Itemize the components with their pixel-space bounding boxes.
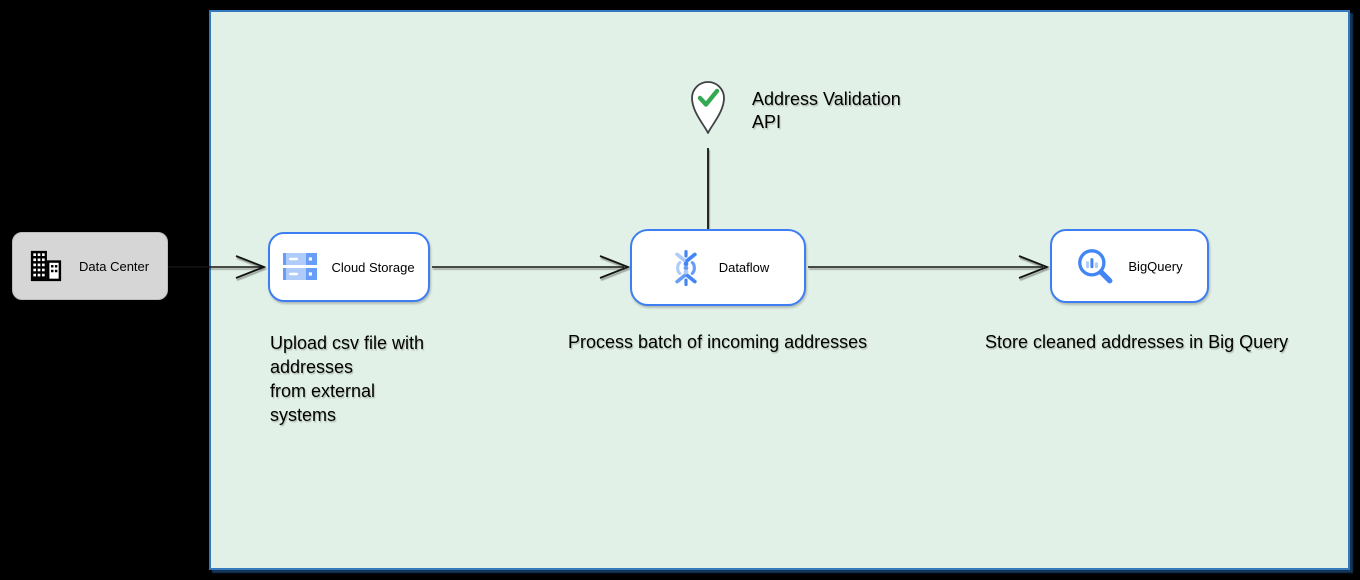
node-dataflow[interactable]: Dataflow [630, 229, 806, 306]
storage-description: Upload csv file with addresses from exte… [270, 333, 425, 425]
cloud-storage-icon [283, 253, 318, 280]
node-cloud-storage[interactable]: Cloud Storage [268, 232, 430, 302]
location-pin-check-icon[interactable] [688, 78, 728, 136]
bigquery-description: Store cleaned addresses in Big Query [985, 332, 1289, 352]
building-icon [30, 250, 62, 282]
bigquery-icon [1078, 249, 1113, 284]
dataflow-label: Dataflow [718, 260, 770, 275]
dataflow-description: Process batch of incoming addresses [568, 332, 868, 352]
bigquery-label: BigQuery [1128, 258, 1183, 274]
node-data-center[interactable]: Data Center [12, 232, 168, 300]
node-bigquery[interactable]: BigQuery [1050, 229, 1209, 303]
api-marker-label: Address Validation API [752, 89, 901, 132]
data-center-label: Data Center [79, 258, 150, 274]
dataflow-icon [675, 249, 697, 286]
cloud-storage-label: Cloud Storage [331, 259, 415, 275]
